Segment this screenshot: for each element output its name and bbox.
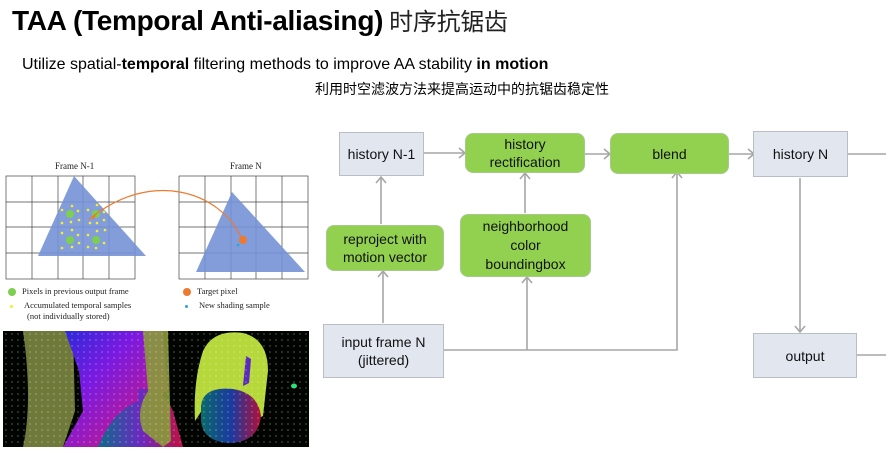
legend-pixels-prev: Pixels in previous output frame [22,286,129,296]
node-label-line: (jittered) [357,352,410,368]
node-label-line: rectification [489,154,561,170]
slide-title: TAA (Temporal Anti-aliasing)时序抗锯齿 [12,2,508,37]
node-history-n-label: history N [772,146,829,162]
edge-input-bus [444,173,678,351]
frame-prev-label: Frame N-1 [55,161,95,171]
node-label-line: reproject with [343,231,427,247]
triangle-prev [38,176,146,256]
triangle-cur [196,192,305,272]
new-shading-sample [236,243,240,247]
title-chinese: 时序抗锯齿 [389,8,508,36]
node-history-rectification: history rectification [465,133,585,173]
legend-accum-line2: (not individually stored) [27,311,110,321]
node-output-label: output [785,347,825,364]
subtitle-chinese: 利用时空滤波方法来提高运动中的抗锯齿稳定性 [315,82,609,98]
frame-cur-label: Frame N [230,161,262,171]
subtitle-english: Utilize spatial-temporal filtering metho… [22,56,548,74]
node-input-frame: input frame N (jittered) [323,324,444,378]
green-marker [291,383,297,389]
subtitle-part: filtering methods to improve AA stabilit… [189,56,477,73]
green-dot-icon [8,288,16,297]
target-pixel [239,236,247,244]
arrow-head [88,213,96,220]
title-english: TAA (Temporal Anti-aliasing) [12,5,384,36]
blue-dot-icon [185,304,188,308]
legend-right: Target pixel New shading sample [183,286,270,311]
legend-left: Pixels in previous output frame Accumula… [8,286,131,322]
node-history-prev: history N-1 [339,132,424,176]
subtitle-part-bold: in motion [476,56,549,73]
frame-grids [5,175,309,280]
reprojection-figure: Frame N-1 Frame N [0,150,320,321]
motion-vector-image [3,331,309,447]
node-output: output [753,333,857,378]
node-neighborhood-bbox: neighborhood color boundingbox [460,214,591,277]
orange-dot-icon [183,288,191,297]
accumulated-samples [60,203,107,250]
reprojection-arrow [90,189,243,240]
node-label-line: color [510,237,541,253]
motion-vector-render [3,331,309,447]
subtitle-part-bold: temporal [121,56,190,73]
node-blend-label: blend [652,145,687,162]
subtitle-part: Utilize spatial- [22,56,122,73]
node-label-line: input frame N [341,334,426,350]
node-label-line: neighborhood [482,218,569,234]
yellow-dot-icon [10,304,13,308]
node-history-prev-label: history N-1 [347,146,416,162]
node-reproject: reproject with motion vector [326,225,444,271]
node-history-n: history N [753,131,848,177]
node-blend: blend [610,133,729,174]
node-label-line: history [504,136,546,152]
node-label-line: boundingbox [485,256,566,272]
legend-accum-line1: Accumulated temporal samples [24,300,132,310]
node-label-line: motion vector [342,249,428,265]
legend-new-sample: New shading sample [199,300,270,310]
legend-target-pixel: Target pixel [197,286,238,296]
